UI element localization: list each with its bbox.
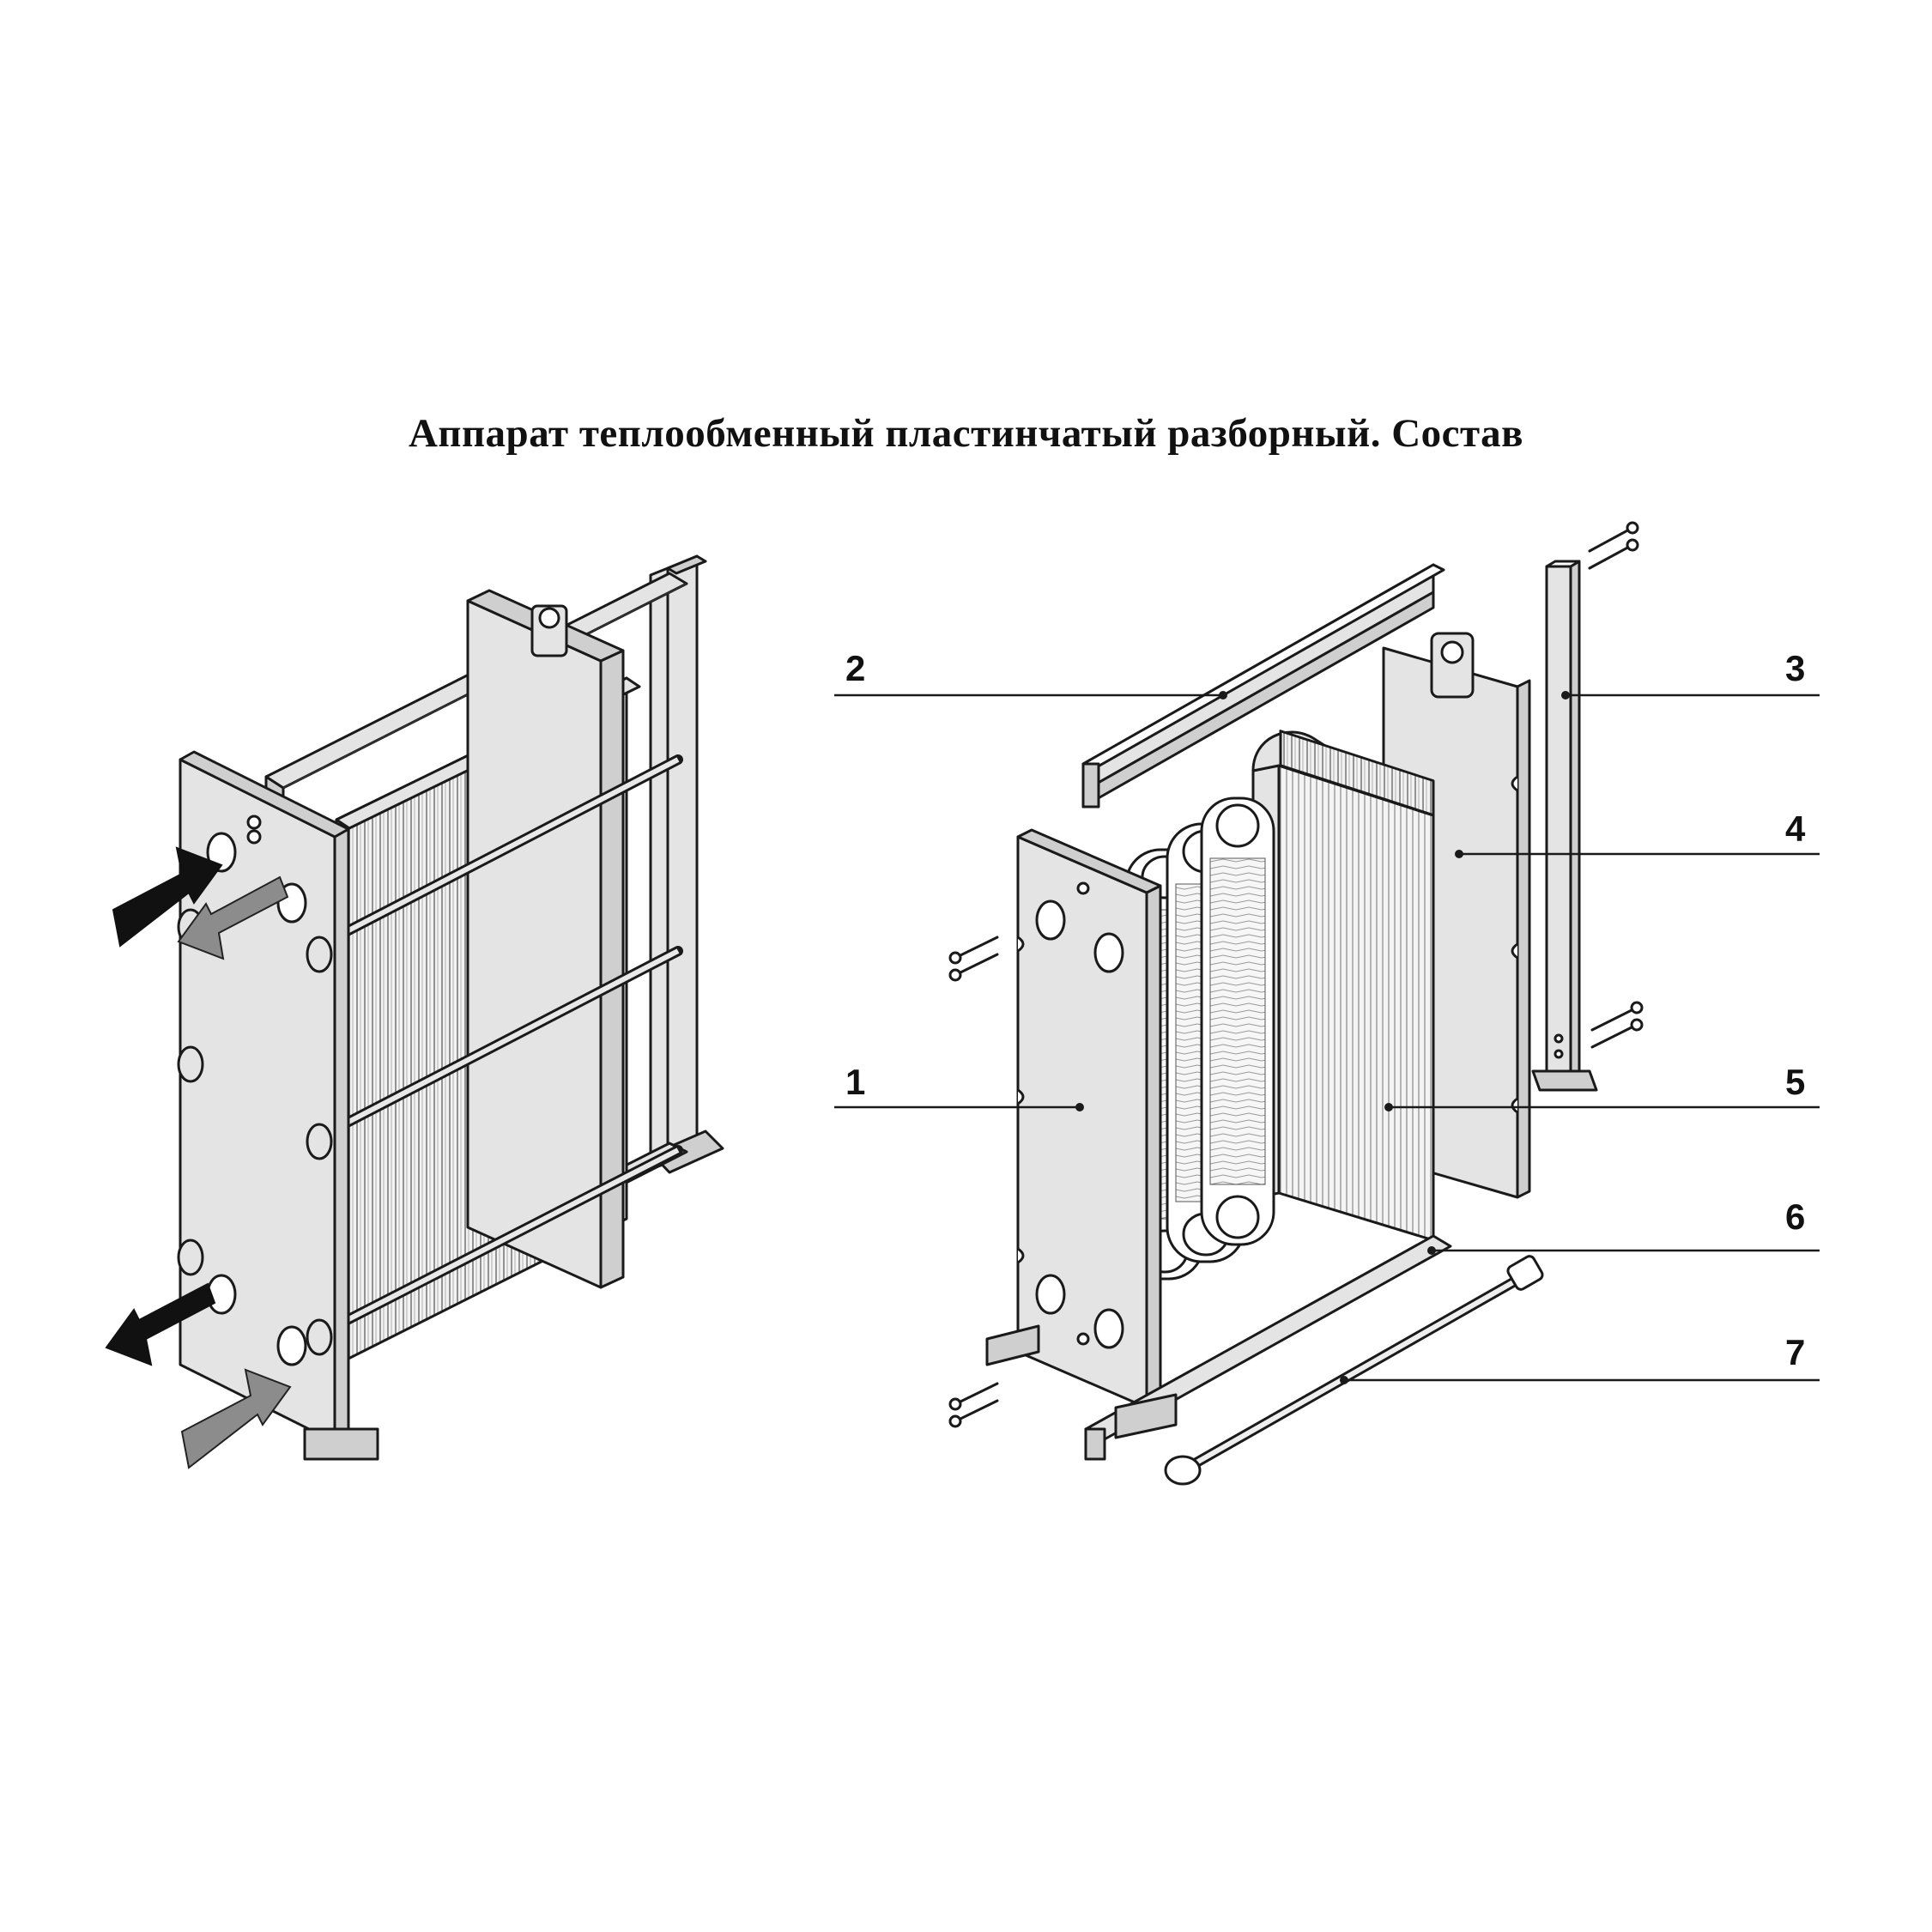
inlet-arrow-grey-icon — [180, 1368, 292, 1469]
outlet-arrow-dark-icon — [105, 1282, 216, 1366]
part-3-support-column — [1531, 560, 1598, 1092]
callout-dots — [1075, 691, 1570, 1384]
callout-number-2: 2 — [845, 648, 865, 688]
part-2-top-carrying-bar — [1081, 563, 1445, 809]
fastening-screws — [948, 521, 1644, 1428]
part-1-frame-plate — [985, 828, 1162, 1409]
callout-number-7: 7 — [1785, 1332, 1805, 1372]
part-7-tightening-bolt — [1164, 1255, 1544, 1486]
part-6-bottom-guide-bar — [1084, 1234, 1452, 1461]
screws-bottom-left — [948, 1382, 999, 1428]
outlet-arrow-grey-icon — [177, 875, 289, 960]
callout-number-5: 5 — [1785, 1062, 1805, 1102]
callout-number-6: 6 — [1785, 1196, 1805, 1237]
callout-number-4: 4 — [1785, 809, 1806, 849]
assembled-heat-exchanger — [105, 554, 724, 1469]
inlet-arrow-dark-icon — [112, 846, 223, 948]
assembled-pressure-plate — [466, 589, 625, 1289]
callout-number-3: 3 — [1785, 648, 1805, 688]
assembled-tightening-bolts — [325, 754, 683, 1334]
plate-c — [1200, 796, 1275, 1246]
loose-plates — [1124, 796, 1275, 1281]
part-5-plate-pack — [1251, 730, 1435, 1242]
callout-numbers: 2 3 4 1 5 6 7 — [845, 648, 1806, 1372]
callout-leaders — [834, 693, 1820, 1382]
callout-number-1: 1 — [845, 1062, 865, 1102]
screws-mid-left — [948, 936, 999, 982]
page-title: Аппарат теплообменный пластинчатый разбо… — [408, 411, 1524, 456]
assembled-support-column — [649, 554, 724, 1174]
assembled-frame-plate — [177, 750, 379, 1461]
flow-arrows — [105, 846, 292, 1469]
screws-mid-right — [1590, 1001, 1644, 1049]
exploded-view — [948, 521, 1644, 1486]
screws-top-right — [1588, 521, 1639, 570]
